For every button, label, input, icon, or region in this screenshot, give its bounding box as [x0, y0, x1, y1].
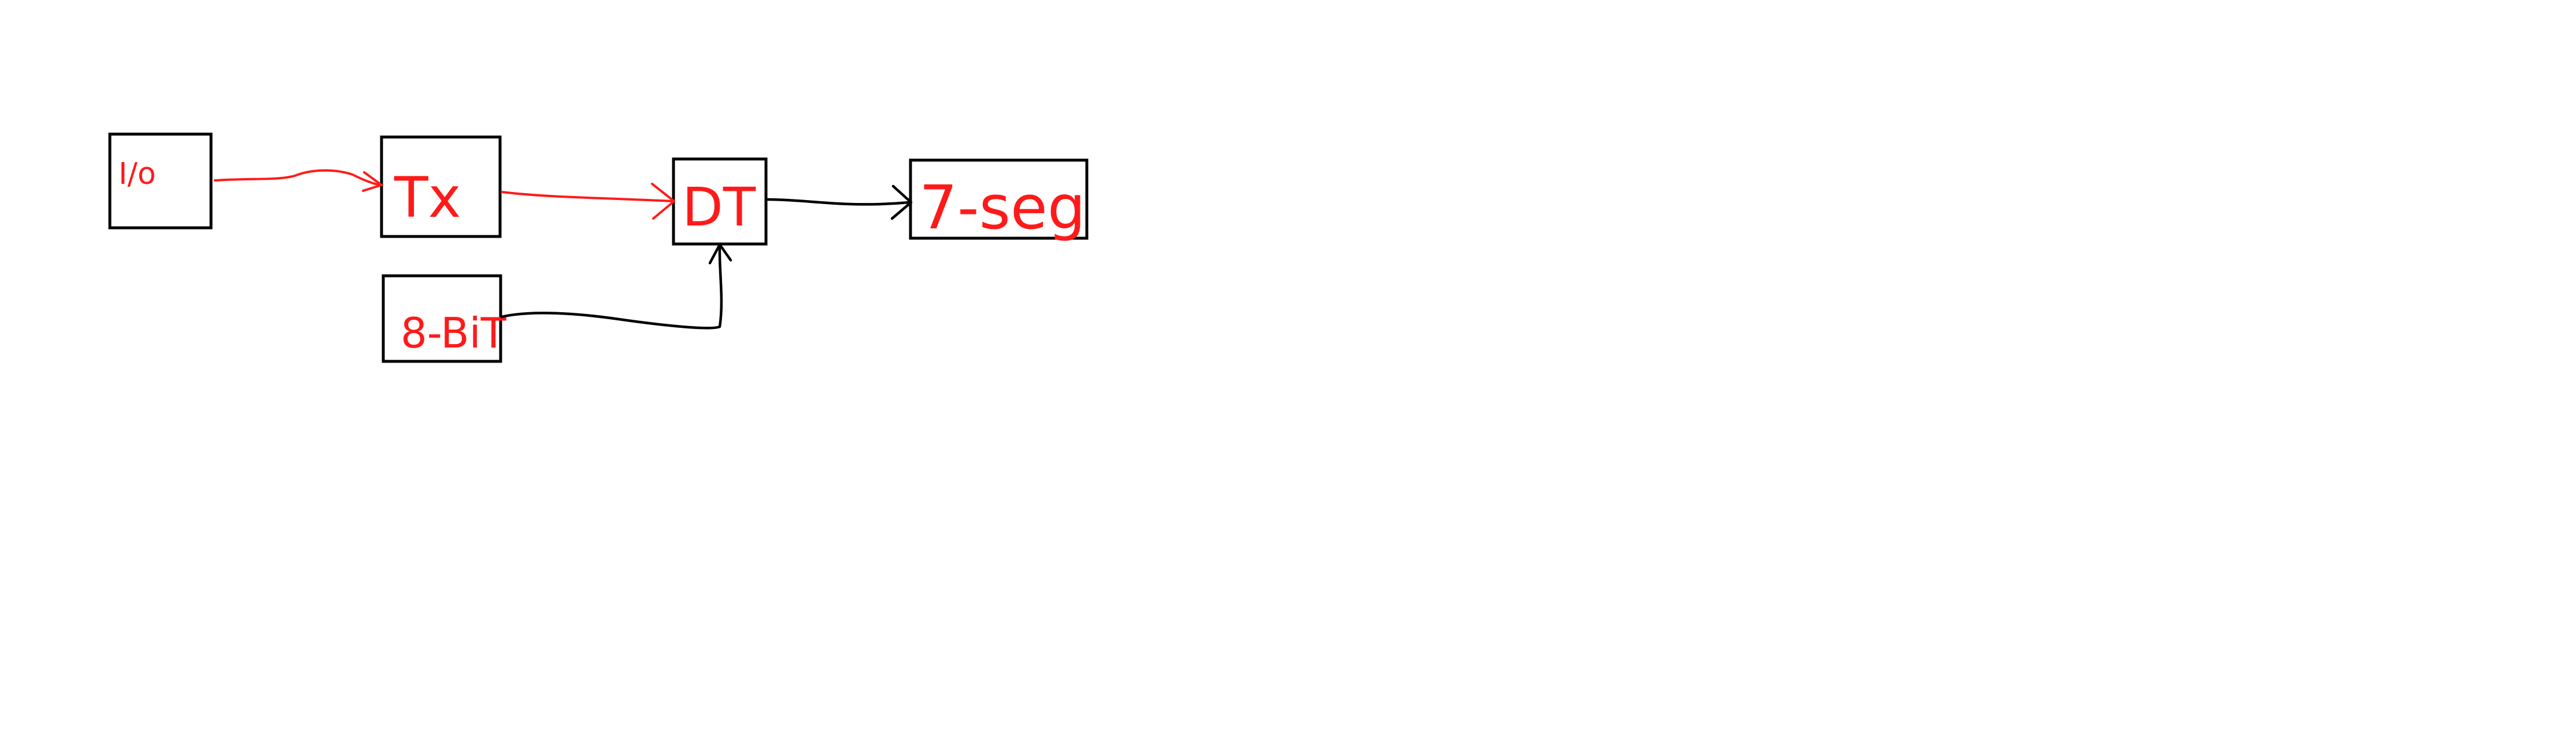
- wire-io-tx: [214, 169, 382, 186]
- block-tx: Tx: [380, 135, 502, 238]
- block-7seg-label: 7-seg: [919, 172, 1086, 243]
- block-dt-label: DT: [682, 176, 756, 238]
- block-io-label: I/o: [119, 157, 156, 191]
- block-dt: DT: [672, 157, 768, 246]
- block-7seg-frame: [909, 158, 1089, 240]
- connection-8bit-to-dt: [500, 243, 732, 330]
- block-io: I/o: [108, 132, 213, 230]
- block-8bit: 8-BiT: [382, 274, 507, 363]
- block-tx-label: Tx: [394, 165, 461, 230]
- block-8bit-label: 8-BiT: [401, 309, 507, 357]
- connection-dt-to-7seg: [766, 184, 913, 220]
- connection-io-to-tx: [214, 169, 383, 192]
- arrowhead-io-tx: [362, 171, 383, 192]
- wire-dt-7seg: [766, 198, 911, 206]
- block-8bit-frame: [382, 274, 502, 363]
- block-tx-frame: [380, 135, 502, 238]
- block-7seg: 7-seg: [909, 158, 1089, 243]
- wire-8bit-dt: [500, 246, 723, 330]
- arrowhead-8bit-dt: [708, 243, 732, 265]
- block-io-frame: [108, 132, 213, 230]
- arrowhead-tx-dt: [651, 183, 675, 220]
- arrowhead-dt-7seg: [890, 184, 913, 220]
- wire-tx-dt: [501, 191, 673, 202]
- connection-tx-to-dt: [501, 183, 675, 220]
